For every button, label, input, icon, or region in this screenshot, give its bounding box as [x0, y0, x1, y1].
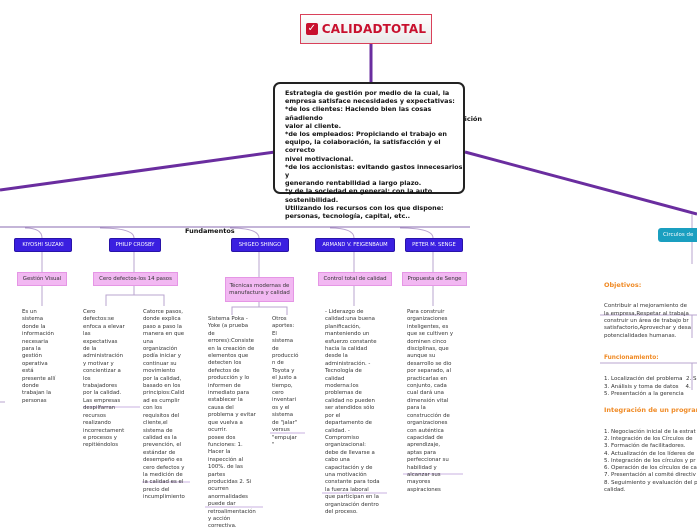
text-propuesta-senge: Para construir organizaciones inteligent…	[407, 309, 454, 493]
text-cero-defectos: Cero defectos:se enfoca a elevar las exp…	[83, 309, 125, 449]
author-node-armand-feigenbaum[interactable]: ARMAND V. FEIGENBAUM	[315, 238, 395, 252]
funcionamiento-text: 1. Localización del problema 2. S 3. Aná…	[604, 376, 697, 398]
author-node-philip-crosby[interactable]: PHILIP CROSBY	[109, 238, 161, 252]
connector-lines	[0, 42, 697, 508]
central-topic-title[interactable]: ✓ CALIDADTOTAL	[300, 14, 432, 44]
integracion-title: Integración de un programa d	[604, 405, 697, 414]
circulos-node[interactable]: Circulos de	[658, 228, 697, 242]
objetivos-block: Objetivos: Contribuir al mejoramiento de…	[604, 267, 691, 347]
text-catorce-pasos: Catorce pasos, donde explica paso a paso…	[143, 309, 185, 501]
author-node-peter-senge[interactable]: PETER M. SENGE	[405, 238, 463, 252]
text-control-total: - Liderazgo de calidad:una buena planifi…	[325, 309, 380, 515]
funcionamiento-title: Funcionamiento:	[604, 354, 659, 361]
definition-node[interactable]: Estrategia de gestión por medio de la cu…	[273, 82, 465, 220]
integracion-block: Integración de un programa d 1. Negociac…	[604, 391, 697, 502]
objetivos-text: Contribuir al mejoramiento de la empresa…	[604, 303, 691, 339]
text-poka-yoke: Sistema Poka - Yoke (a prueba de errores…	[208, 316, 256, 530]
topic-gestion-visual[interactable]: Gestión Visual	[17, 272, 67, 286]
funcionamiento-block: Funcionamiento: 1. Localización del prob…	[604, 340, 696, 406]
topic-cero-defectos[interactable]: Cero defectos-los 14 pasos	[93, 272, 178, 286]
author-node-kiyoshi-suzaki[interactable]: KIYOSHI SUZAKI	[14, 238, 72, 252]
check-box-icon: ✓	[305, 23, 318, 35]
definicion-label: nición	[460, 115, 483, 123]
topic-control-total[interactable]: Control total de calidad	[318, 272, 392, 286]
text-gestion-visual: Es un sistema donde la información neces…	[22, 309, 56, 404]
integracion-text: 1. Negociación inicial de la estrat 2. I…	[604, 428, 697, 494]
text-otros-aportes: Otros aportes: El sistema de producció n…	[272, 316, 299, 448]
author-node-shigeo-shingo[interactable]: SHIGEO SHINGO	[231, 238, 289, 252]
topic-propuesta-senge[interactable]: Propuesta de Senge	[402, 272, 467, 286]
fundamentos-label: Fundamentos	[185, 227, 235, 235]
topic-tecnicas-modernas[interactable]: Técnicas modernas de manufactura y calid…	[225, 277, 294, 302]
objetivos-title: Objetivos:	[604, 280, 642, 289]
